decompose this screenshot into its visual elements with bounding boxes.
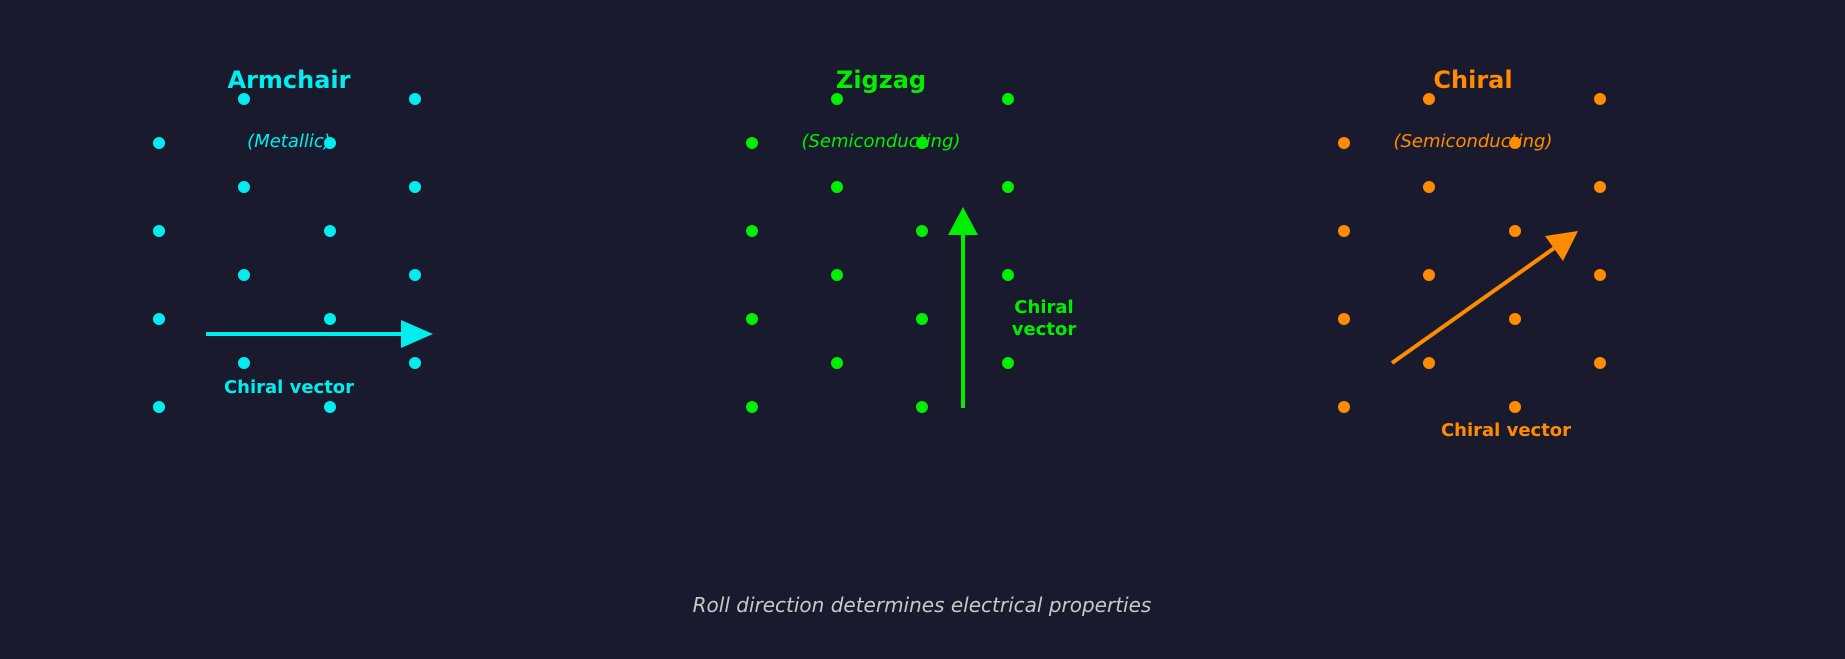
vector-label: Chiral vector: [1441, 420, 1571, 441]
panel-title: Chiral: [1433, 66, 1512, 94]
lattice-atoms: [153, 93, 421, 413]
panel-subtitle: (Semiconducting): [1393, 131, 1552, 152]
chiral-vector-arrow-icon: [206, 320, 433, 348]
panel-title: Zigzag: [836, 66, 926, 94]
panel-title: Armchair: [228, 66, 351, 94]
panel-subtitle: (Metallic): [247, 131, 331, 152]
vector-label-line-2: vector: [1012, 319, 1077, 340]
lattice-atoms: [1338, 93, 1606, 413]
chiral-vector-arrow-icon: [1390, 231, 1578, 365]
panel-subtitle: (Semiconducting): [801, 131, 960, 152]
lattice-atoms: [746, 93, 1014, 413]
panel-chiral: Chiral (Semiconducting) Chiral vector: [1338, 66, 1606, 441]
vector-label: Chiral vector: [224, 377, 354, 398]
chiral-vector-arrow-icon: [948, 207, 978, 408]
vector-label-line-1: Chiral: [1014, 297, 1073, 318]
panel-zigzag: Zigzag (Semiconducting) Chiral vector: [746, 66, 1076, 413]
diagram-caption: Roll direction determines electrical pro…: [693, 593, 1152, 617]
panel-armchair: Armchair (Metallic) Chiral vector: [153, 66, 433, 413]
